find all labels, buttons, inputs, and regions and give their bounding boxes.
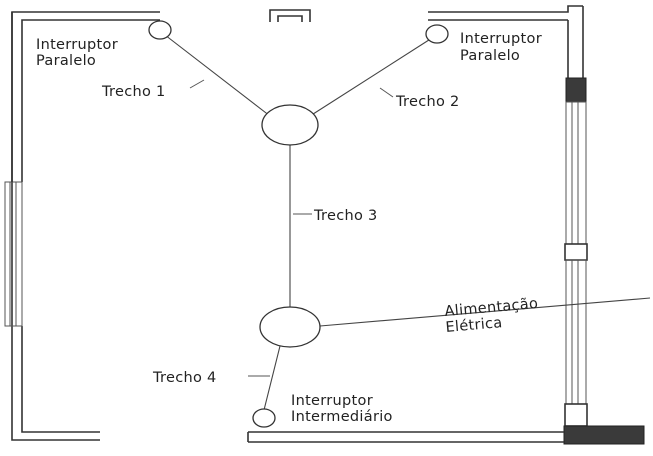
column-lower	[563, 425, 645, 445]
pointer-segment-2	[379, 87, 394, 98]
label-switch-top-left-line2: Paralelo	[36, 53, 96, 69]
label-segment-4: Trecho 4	[152, 370, 217, 386]
wall-right	[563, 6, 645, 445]
label-power-supply-line2: Elétrica	[445, 315, 503, 336]
switch-bottom-icon	[252, 408, 276, 428]
label-switch-top-left-line1: Interruptor	[36, 37, 118, 53]
wire-power-supply	[319, 297, 651, 327]
wall-top-left-inner	[21, 19, 160, 433]
label-segment-2: Trecho 2	[395, 94, 460, 110]
column-middle	[564, 243, 588, 261]
pointer-segment-1	[189, 79, 205, 89]
switch-top-right-icon	[425, 24, 449, 44]
light-fixture-top-icon	[261, 104, 319, 146]
switch-top-left-icon	[148, 20, 172, 40]
column-upper	[565, 77, 587, 103]
wire-segment-1	[164, 34, 271, 117]
wall-top-right	[428, 5, 583, 21]
door-frame-top	[269, 9, 311, 22]
label-switch-bottom-line1: Interruptor	[291, 393, 373, 409]
label-switch-top-right-line2: Paralelo	[460, 48, 520, 64]
wire-segment-4	[263, 345, 281, 411]
label-segment-1: Trecho 1	[101, 84, 166, 100]
label-segment-3: Trecho 3	[313, 208, 378, 224]
wire-segment-2	[309, 37, 433, 117]
label-switch-top-right-line1: Interruptor	[460, 31, 542, 47]
wall-top-left	[11, 11, 160, 441]
wall-bottom	[247, 431, 564, 443]
light-fixture-bottom-icon	[259, 306, 321, 348]
label-switch-bottom-line2: Intermediário	[291, 409, 393, 425]
window-left	[4, 181, 23, 327]
